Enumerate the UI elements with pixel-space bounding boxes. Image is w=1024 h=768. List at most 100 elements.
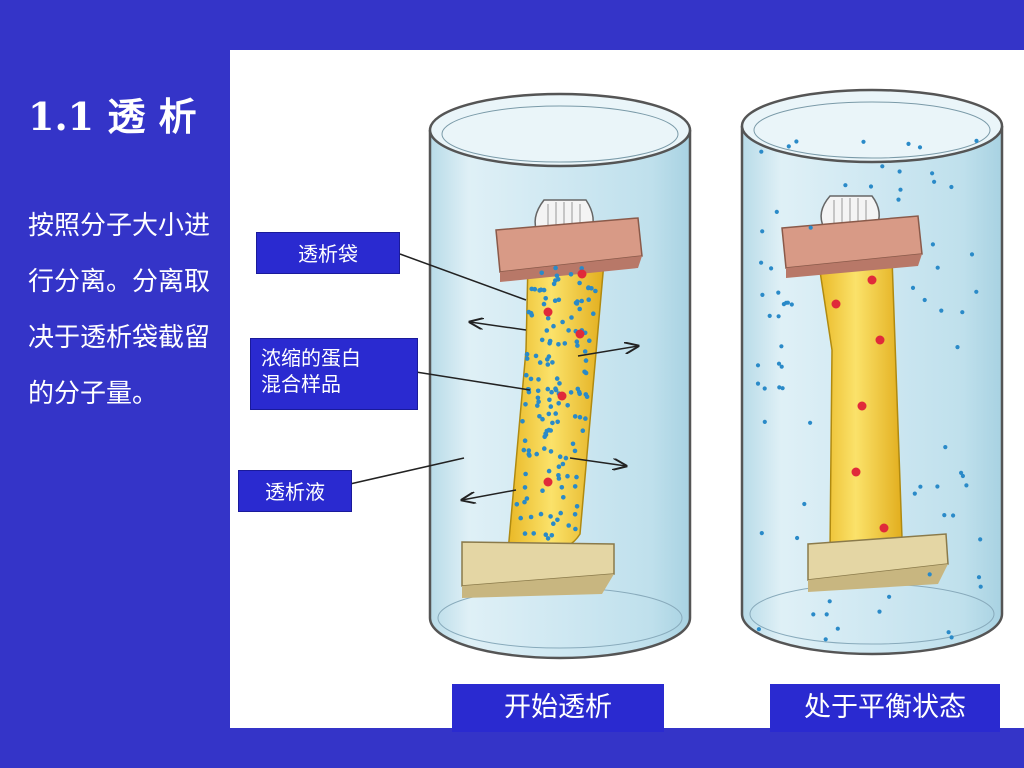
small-molecule: [574, 339, 580, 345]
small-molecule: [769, 266, 774, 271]
small-molecule: [794, 139, 799, 144]
small-molecule: [760, 229, 765, 234]
small-molecule: [528, 376, 534, 382]
molecules-equilibrium: [755, 138, 983, 642]
small-molecule: [579, 298, 584, 304]
dialysis-diagram: [349, 88, 1004, 660]
small-molecule: [559, 485, 565, 490]
small-molecule: [835, 626, 840, 631]
label-protein-sample-line2: 混合样品: [261, 372, 341, 396]
small-molecule: [540, 488, 545, 494]
small-molecule: [930, 242, 936, 247]
small-molecule: [523, 471, 528, 477]
small-molecule: [591, 311, 596, 317]
small-molecule: [547, 341, 552, 346]
small-molecule: [538, 511, 544, 517]
small-molecule: [780, 386, 785, 391]
small-molecule: [568, 390, 574, 395]
small-molecule: [565, 403, 570, 408]
small-molecule: [583, 358, 589, 363]
small-molecule: [554, 273, 560, 279]
small-molecule: [562, 341, 568, 346]
small-molecule: [774, 209, 779, 214]
small-molecule: [532, 286, 538, 292]
small-molecule: [577, 306, 582, 312]
small-molecule: [577, 414, 583, 420]
small-molecule: [524, 351, 530, 357]
small-molecule: [586, 285, 591, 290]
small-molecule: [533, 353, 539, 359]
small-molecule: [959, 470, 964, 475]
small-molecule: [955, 345, 960, 350]
small-molecule: [526, 448, 532, 453]
small-molecule: [548, 428, 553, 433]
small-molecule: [555, 419, 560, 425]
small-molecule: [518, 515, 523, 521]
small-molecule: [943, 445, 948, 450]
small-molecule: [795, 535, 800, 541]
small-molecule: [524, 372, 529, 378]
small-molecule: [906, 141, 911, 146]
small-molecule: [536, 377, 541, 382]
small-molecule: [776, 361, 782, 366]
small-molecule: [556, 297, 562, 303]
small-molecule: [781, 302, 787, 307]
label-dialysis-bag: 透析袋: [256, 232, 400, 274]
small-molecule: [827, 599, 832, 604]
small-molecule: [544, 328, 550, 333]
small-molecule: [537, 288, 542, 293]
small-molecule: [561, 495, 566, 500]
caption-equilibrium: 处于平衡状态: [770, 684, 1000, 732]
small-molecule: [586, 297, 591, 302]
large-molecule: [879, 523, 889, 533]
small-molecule: [553, 386, 558, 392]
small-molecule: [880, 164, 885, 169]
small-molecule: [549, 533, 555, 538]
slide-description: 按照分子大小进行分离。分离取决于透析袋截留的分子量。: [28, 211, 211, 409]
small-molecule: [545, 536, 551, 541]
small-molecule: [760, 292, 765, 297]
small-molecule: [541, 301, 547, 307]
small-molecule: [546, 411, 552, 417]
molecules-start: [514, 265, 598, 541]
small-molecule: [930, 171, 935, 176]
small-molecule: [539, 337, 545, 343]
small-molecule: [978, 584, 983, 589]
slide-title: 1.1 透 析: [28, 94, 197, 139]
small-molecule: [949, 635, 954, 640]
small-molecule: [557, 381, 562, 386]
large-molecule: [543, 307, 553, 317]
small-molecule: [887, 594, 892, 599]
small-molecule: [546, 468, 552, 474]
small-molecule: [951, 513, 956, 518]
small-molecule: [583, 416, 588, 421]
large-molecule: [831, 299, 841, 309]
small-molecule: [579, 266, 584, 271]
small-molecule: [582, 349, 588, 354]
small-molecule: [534, 451, 539, 457]
small-molecule: [572, 484, 578, 489]
small-molecule: [756, 627, 762, 632]
small-molecule: [549, 389, 554, 395]
small-molecule: [566, 328, 571, 333]
small-molecule: [563, 455, 569, 461]
small-molecule: [545, 386, 551, 392]
label-protein-sample-line1: 浓缩的蛋白: [261, 346, 361, 370]
small-molecule: [942, 513, 947, 518]
small-molecule: [526, 309, 532, 315]
small-molecule: [548, 404, 554, 409]
label-protein-sample: 浓缩的蛋白 混合样品: [250, 338, 418, 410]
small-molecule: [935, 484, 940, 489]
small-molecule: [550, 420, 555, 426]
small-molecule: [535, 395, 541, 401]
small-molecule: [545, 315, 551, 321]
small-molecule: [978, 537, 983, 542]
small-molecule: [568, 272, 574, 277]
small-molecule: [550, 360, 555, 365]
large-molecule: [575, 329, 585, 339]
small-molecule: [569, 315, 574, 320]
small-molecule: [976, 575, 982, 580]
small-molecule: [553, 411, 558, 416]
small-molecule: [527, 453, 532, 458]
small-molecule: [522, 499, 527, 505]
